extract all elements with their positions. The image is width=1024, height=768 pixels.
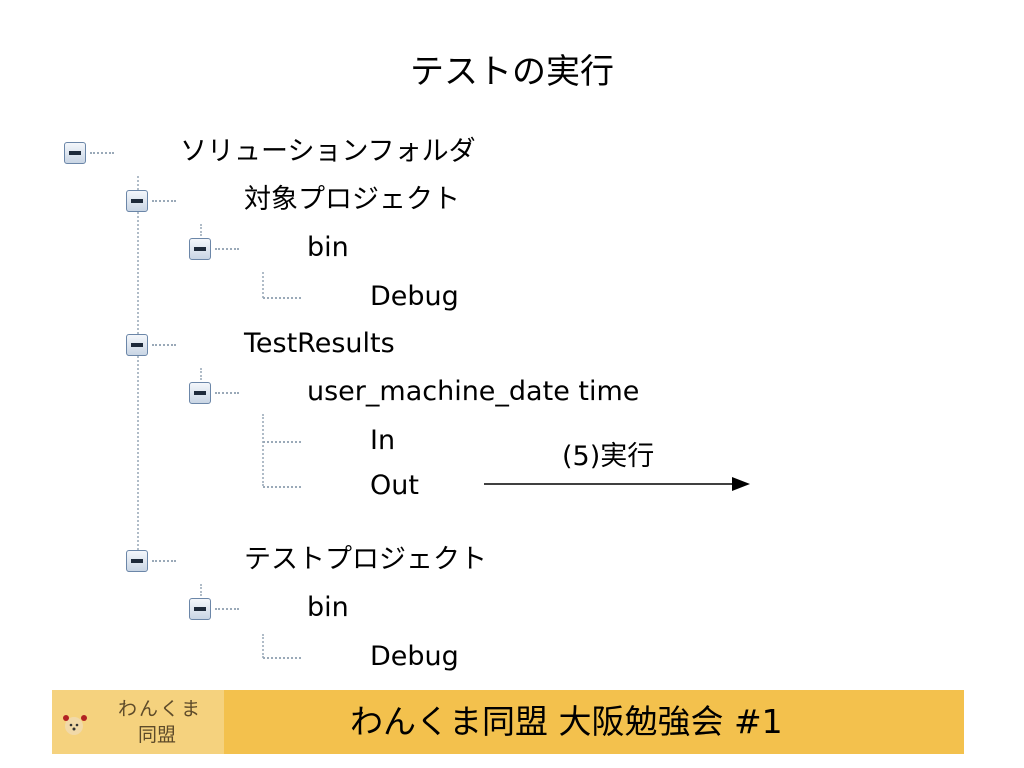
collapse-minus-icon[interactable] <box>126 190 148 212</box>
slide-title: テストの実行 <box>410 52 614 92</box>
tree-connector <box>215 248 239 250</box>
collapse-minus-icon[interactable] <box>189 598 211 620</box>
collapse-minus-icon[interactable] <box>126 334 148 356</box>
right-arrow-icon <box>484 477 750 491</box>
tree-node-in-folder[interactable]: In <box>370 425 396 456</box>
tree-connector <box>263 441 301 443</box>
folder-tree: ソリューションフォルダ 対象プロジェクト bin Debug TestResul… <box>64 136 640 672</box>
tree-node-target-bin[interactable]: bin <box>307 232 349 263</box>
bear-logo-icon <box>63 715 87 735</box>
tree-connector <box>152 200 176 202</box>
collapse-minus-icon[interactable] <box>189 382 211 404</box>
tree-node-test-project[interactable]: テストプロジェクト <box>244 544 487 575</box>
tree-node-test-bin[interactable]: bin <box>307 592 349 623</box>
collapse-minus-icon[interactable] <box>126 550 148 572</box>
footer-title: わんくま同盟 大阪勉強会 #1 <box>350 702 783 741</box>
tree-node-user-machine-datetime[interactable]: user_machine_date time <box>307 376 640 407</box>
tree-guide-line <box>262 634 264 658</box>
tree-connector <box>152 560 176 562</box>
tree-node-target-debug[interactable]: Debug <box>370 281 459 312</box>
execute-step-label: (5)実行 <box>562 441 655 472</box>
tree-node-out-folder[interactable]: Out <box>370 470 419 501</box>
tree-connector <box>152 344 176 346</box>
tree-guide-line <box>137 176 139 558</box>
tree-guide-line <box>200 224 202 236</box>
tree-guide-line <box>262 272 264 298</box>
tree-connector <box>215 392 239 394</box>
wankuma-logo: わんくま 同盟 <box>52 690 224 754</box>
tree-connector <box>90 152 114 154</box>
logo-text-line2: 同盟 <box>138 724 177 746</box>
tree-guide-line <box>200 368 202 380</box>
tree-node-test-results[interactable]: TestResults <box>244 328 395 359</box>
tree-node-test-debug[interactable]: Debug <box>370 641 459 672</box>
tree-connector <box>215 608 239 610</box>
logo-text-line1: わんくま <box>118 698 203 720</box>
footer-bar: わんくま 同盟 わんくま同盟 大阪勉強会 #1 <box>52 690 964 754</box>
tree-connector <box>263 657 301 659</box>
tree-connector <box>263 486 301 488</box>
tree-connector <box>263 297 301 299</box>
collapse-minus-icon[interactable] <box>64 142 86 164</box>
tree-node-target-project[interactable]: 対象プロジェクト <box>244 184 460 215</box>
tree-guide-line <box>200 584 202 596</box>
tree-node-solution-folder[interactable]: ソリューションフォルダ <box>180 136 476 167</box>
tree-guide-line <box>262 414 264 486</box>
collapse-minus-icon[interactable] <box>189 238 211 260</box>
